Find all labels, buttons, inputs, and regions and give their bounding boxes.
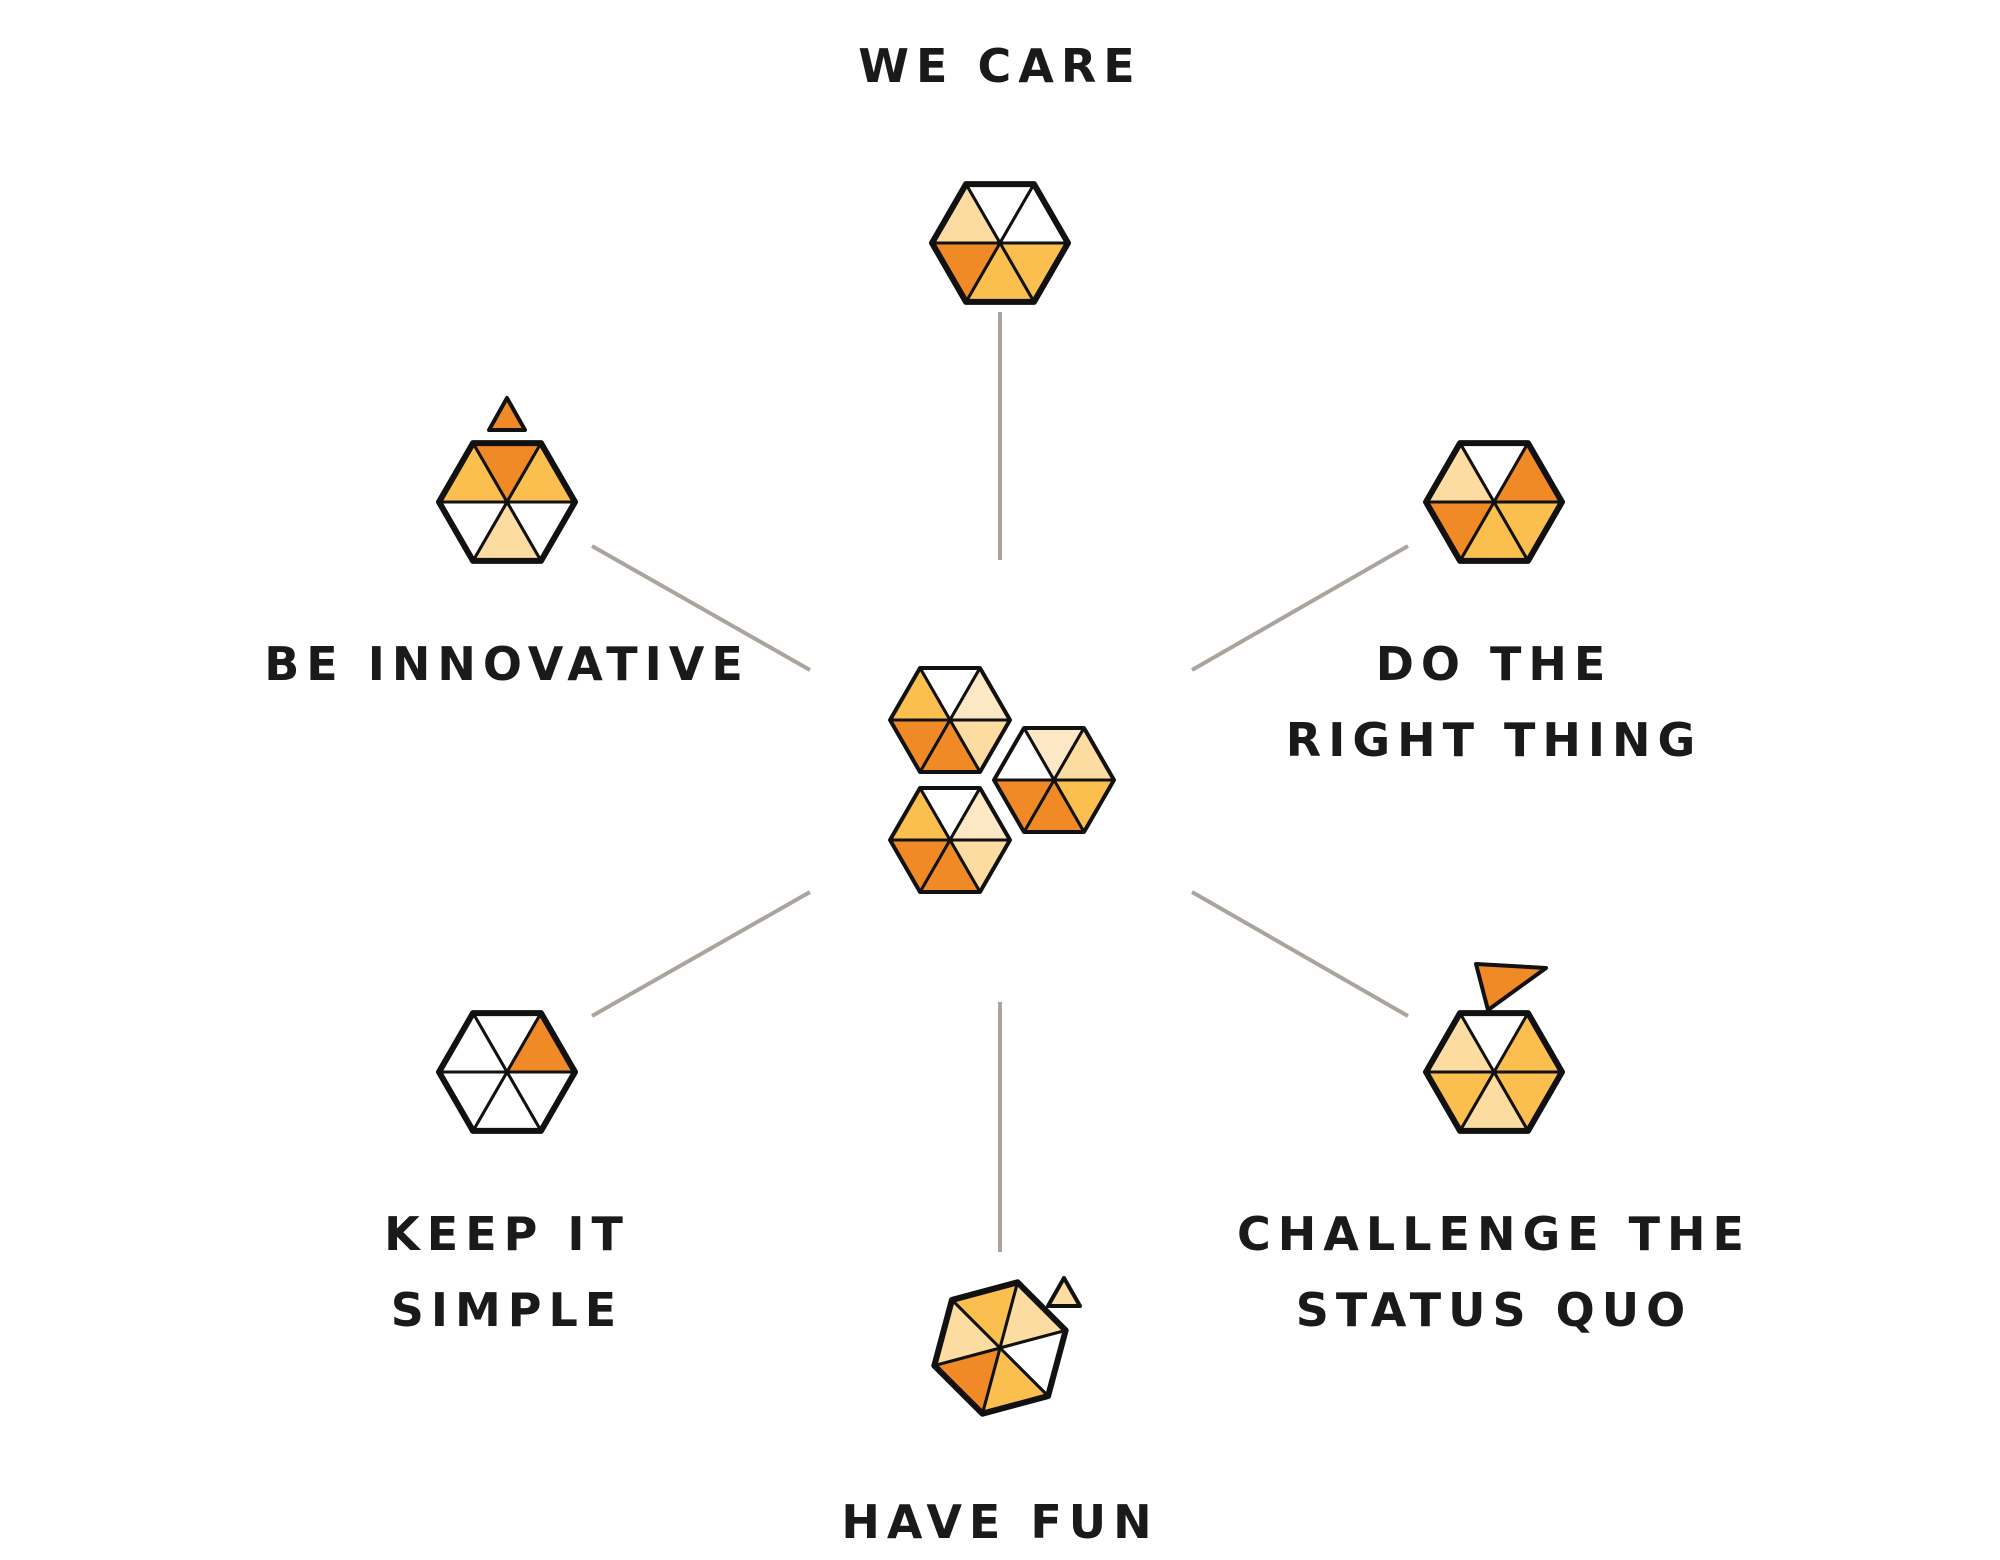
challenge-the-status-quo-icon [1423,1010,1565,1134]
value-node-be-innovative: BE INNOVATIVE [264,396,750,691]
center-hex-top [888,666,1012,774]
hex-outline [436,440,578,564]
hex-outline [888,666,1012,774]
connector-lines [591,312,1409,1252]
value-node-we-care: WE CARE [858,39,1141,305]
floating-triangle-icon [487,396,527,432]
do-the-right-thing-icon [1423,440,1565,564]
value-label: CHALLENGE THE STATUS QUO [1237,1207,1751,1337]
value-node-have-fun: HAVE FUN [841,1276,1158,1549]
value-label-line: HAVE FUN [841,1495,1158,1549]
value-label: WE CARE [858,39,1141,93]
hex-outline [1423,1010,1565,1134]
connector-line [591,890,811,1018]
value-label-line: DO THE [1376,637,1613,691]
hex-outline [436,1010,578,1134]
value-label-line: KEEP IT [384,1207,630,1261]
value-label-line: CHALLENGE THE [1237,1207,1751,1261]
center-hex-bottom [888,786,1012,894]
we-care-icon [929,181,1071,305]
connector-line [1191,544,1409,672]
hex-outline [888,786,1012,894]
center-logo-icon [888,666,1116,894]
value-label-line: BE INNOVATIVE [264,637,750,691]
be-innovative-icon [436,440,578,564]
value-label-line: WE CARE [858,39,1141,93]
value-label: BE INNOVATIVE [264,637,750,691]
value-label-line: STATUS QUO [1296,1283,1692,1337]
hex-outline [992,726,1116,834]
value-label: HAVE FUN [841,1495,1158,1549]
value-nodes: WE CARE DO THE RIGHT THING CHALLENGE THE STA… [264,39,1751,1549]
hex-outline [1423,440,1565,564]
keep-it-simple-icon [436,1010,578,1134]
connector-line [591,544,811,672]
have-fun-icon [931,1279,1069,1417]
hex-wedge [1492,1011,1564,1074]
center-hex-right [992,726,1116,834]
value-node-do-the-right-thing: DO THE RIGHT THING [1286,440,1702,767]
hex-wedge [1424,1011,1496,1074]
value-label-line: RIGHT THING [1286,713,1702,767]
floating-triangle-icon [1046,1276,1082,1308]
value-label-line: SIMPLE [391,1283,623,1337]
hex-outline [931,1279,1069,1417]
value-label: KEEP IT SIMPLE [384,1207,630,1337]
detached-wedge-icon [1474,962,1548,1012]
value-label: DO THE RIGHT THING [1286,637,1702,767]
value-node-challenge-the-status-quo: CHALLENGE THE STATUS QUO [1237,962,1751,1337]
hex-outline [929,181,1071,305]
value-node-keep-it-simple: KEEP IT SIMPLE [384,1010,630,1337]
connector-line [1191,890,1409,1018]
